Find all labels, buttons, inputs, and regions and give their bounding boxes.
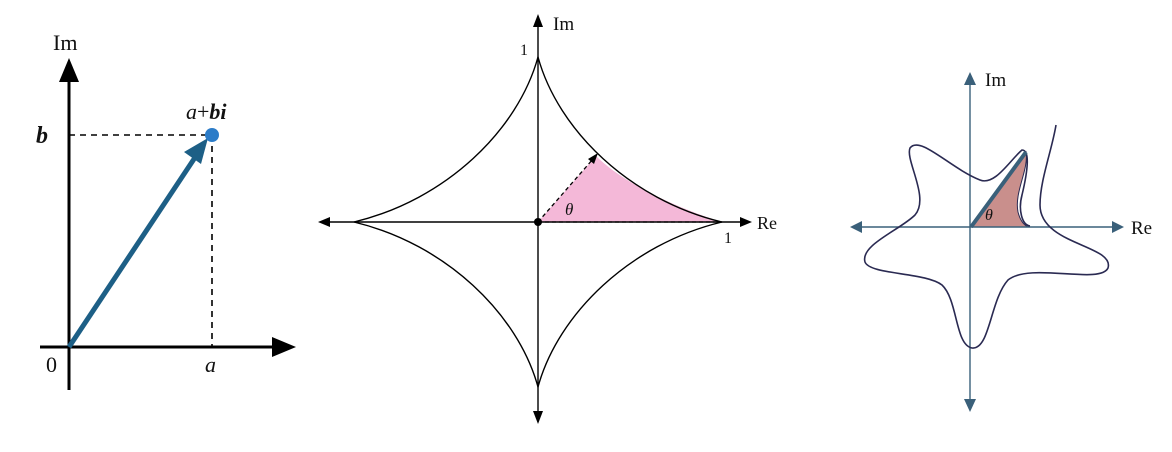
theta-label: θ xyxy=(565,200,573,219)
b-label: b xyxy=(36,123,48,149)
re-axis-arrowhead-left xyxy=(850,221,862,233)
point-label: a+bi xyxy=(186,99,227,124)
im-axis-label: Im xyxy=(985,70,1006,91)
tick-label-right: 1 xyxy=(724,230,732,247)
astroid-curve xyxy=(353,54,723,390)
im-axis-arrowhead-top xyxy=(533,14,543,27)
point-a-plus-bi xyxy=(205,128,219,142)
star-curve xyxy=(863,124,1109,349)
re-axis-arrowhead-left xyxy=(318,217,330,227)
im-axis-label: Im xyxy=(553,14,574,35)
im-axis-arrowhead-bottom xyxy=(964,399,976,412)
im-axis-label: Im xyxy=(53,30,77,55)
point-label-a: a xyxy=(186,99,197,124)
re-axis-arrowhead xyxy=(272,337,296,357)
tick-label-top: 1 xyxy=(520,42,528,59)
point-label-plus: + xyxy=(197,99,209,124)
radius-arrowhead xyxy=(588,153,598,164)
im-axis-arrowhead-top xyxy=(964,72,976,85)
im-axis-arrowhead xyxy=(59,58,79,82)
re-axis-label: Re xyxy=(1131,218,1152,239)
origin-label: 0 xyxy=(46,352,57,377)
vector-arrow xyxy=(66,154,199,349)
re-axis-label: Re xyxy=(757,213,777,233)
theta-label: θ xyxy=(985,207,993,224)
re-axis-arrowhead-right xyxy=(740,217,752,227)
star-curve-panel: Im Re θ xyxy=(850,70,1152,412)
a-label: a xyxy=(205,352,216,377)
radius-line xyxy=(969,150,1028,229)
re-axis-arrowhead-right xyxy=(1112,221,1124,233)
complex-plane-panel: Im a+bi b a 0 xyxy=(36,30,296,390)
im-axis-arrowhead-bottom xyxy=(533,411,543,424)
shaded-sector xyxy=(538,156,722,222)
astroid-panel: Im Re 1 1 θ xyxy=(318,14,777,424)
origin-dot xyxy=(534,218,542,226)
vector-arrowhead xyxy=(184,138,208,164)
point-label-bi: bi xyxy=(209,99,227,124)
